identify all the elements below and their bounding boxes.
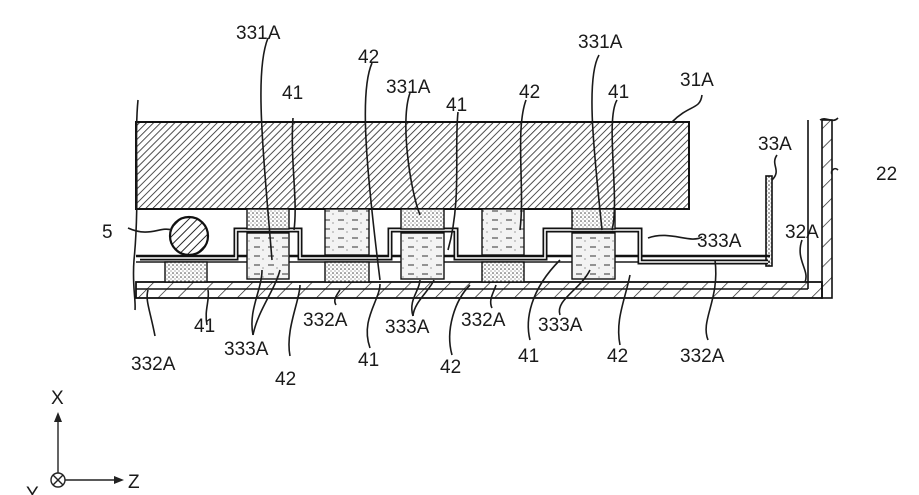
break-line-left: [132, 99, 139, 311]
label-42-top-2: 42: [519, 82, 540, 103]
label-333a-b2: 333A: [385, 317, 430, 338]
label-332a-b1: 332A: [131, 354, 176, 375]
housing-22: [819, 117, 839, 299]
plate-32a: [135, 120, 823, 299]
label-41-b2: 41: [358, 350, 379, 371]
ball-5: [168, 215, 210, 257]
axis-label-x: X: [51, 388, 64, 409]
fillers-42-upper: [324, 208, 525, 256]
label-332a-b4: 332A: [680, 346, 725, 367]
label-332a-b3: 332A: [461, 310, 506, 331]
contacts-331a: [246, 208, 616, 230]
x-axis-arrow-icon: [54, 412, 62, 422]
z-axis-arrow-icon: [114, 476, 124, 484]
label-32a: 32A: [785, 222, 819, 243]
label-31a: 31A: [680, 70, 714, 91]
label-42-b2: 42: [440, 357, 461, 378]
wall-33a: [765, 175, 773, 267]
fillers-42-lower: [246, 232, 616, 280]
label-41-b1: 41: [194, 316, 215, 337]
leader-lines: [127, 37, 839, 357]
label-22: 22: [876, 164, 897, 185]
label-41-top-1: 41: [282, 83, 303, 104]
label-41-top-3: 41: [608, 82, 629, 103]
label-5: 5: [102, 222, 113, 243]
axis-label-y: Y: [26, 484, 39, 495]
label-42-b3: 42: [607, 346, 628, 367]
coordinate-axes: X Z Y: [26, 388, 140, 495]
label-333a-right: 333A: [697, 231, 742, 252]
label-331a-3: 331A: [578, 32, 623, 53]
label-333a-b3: 333A: [538, 315, 583, 336]
label-331a-1: 331A: [236, 23, 281, 44]
component-31a: [135, 121, 690, 210]
label-42-top-1: 42: [358, 47, 379, 68]
label-42-b1: 42: [275, 369, 296, 390]
pads-41-lower: [164, 261, 525, 283]
label-33a: 33A: [758, 134, 792, 155]
label-331a-2: 331A: [386, 77, 431, 98]
axis-label-z: Z: [128, 472, 140, 493]
label-41-b3: 41: [518, 346, 539, 367]
label-41-top-2: 41: [446, 95, 467, 116]
label-333a-b1: 333A: [224, 339, 269, 360]
label-332a-b2: 332A: [303, 310, 348, 331]
